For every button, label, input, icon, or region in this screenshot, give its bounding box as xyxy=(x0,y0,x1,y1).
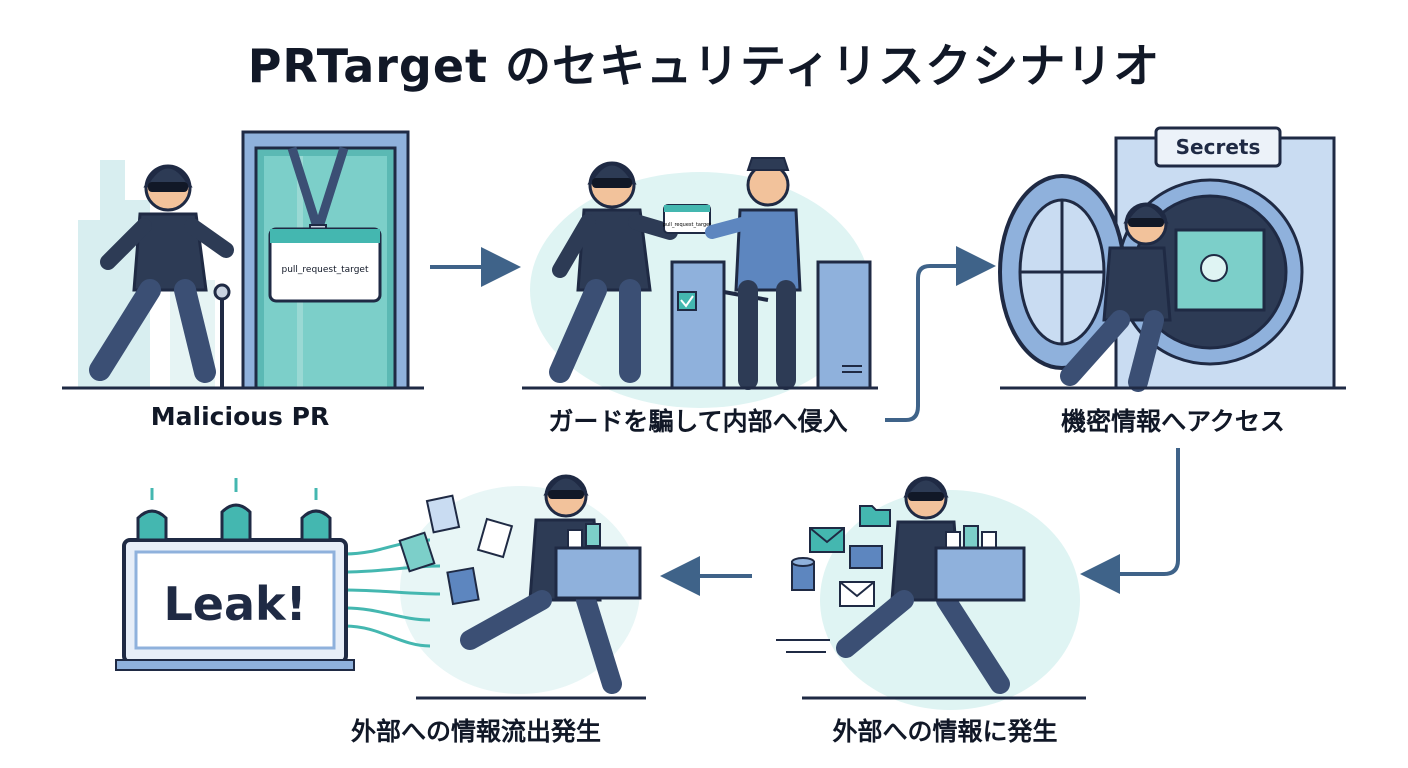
alarm-light-icon xyxy=(136,478,332,542)
database-icon xyxy=(791,557,815,591)
step-3-scene: Secrets xyxy=(998,126,1346,392)
box-of-files-icon xyxy=(934,525,1026,602)
guard-icon xyxy=(705,157,802,390)
step-5-caption: 外部への情報流出発生 xyxy=(350,717,601,746)
arrow-icon xyxy=(885,246,996,422)
vault-icon: Secrets xyxy=(998,126,1336,390)
vault-sign: Secrets xyxy=(1176,135,1261,159)
arrow-icon xyxy=(1080,448,1180,594)
step-4-caption: 外部への情報に発生 xyxy=(832,717,1058,746)
page-title: PRTarget のセキュリティリスクシナリオ xyxy=(247,39,1161,93)
badge-label-2: pull_request_target xyxy=(663,222,711,228)
box-of-files-icon xyxy=(554,523,642,600)
leak-screen-text: Leak! xyxy=(163,577,306,631)
id-badge-icon: pull_request_target xyxy=(663,204,711,234)
turnstile-icon xyxy=(670,260,872,390)
leak-sign-icon: Leak! xyxy=(115,538,355,671)
folder-icon xyxy=(859,505,891,527)
thief-icon xyxy=(89,164,234,383)
step-2-scene: pull_request_target xyxy=(522,157,878,408)
step-1-scene: pull_request_target xyxy=(62,130,424,390)
thief-icon xyxy=(549,161,678,383)
step-2-caption: ガードを騙して内部へ侵入 xyxy=(548,407,848,436)
step-4-scene xyxy=(776,476,1086,710)
thief-icon xyxy=(1060,202,1172,392)
document-icon xyxy=(398,494,514,606)
step-3-caption: 機密情報へアクセス xyxy=(1061,407,1285,436)
step-5-scene: Leak! xyxy=(115,474,646,700)
badge-label-1: pull_request_target xyxy=(282,265,369,275)
step-1-caption: Malicious PR xyxy=(150,402,330,431)
id-badge-icon: pull_request_target xyxy=(268,146,382,303)
envelope-icon xyxy=(809,527,883,607)
